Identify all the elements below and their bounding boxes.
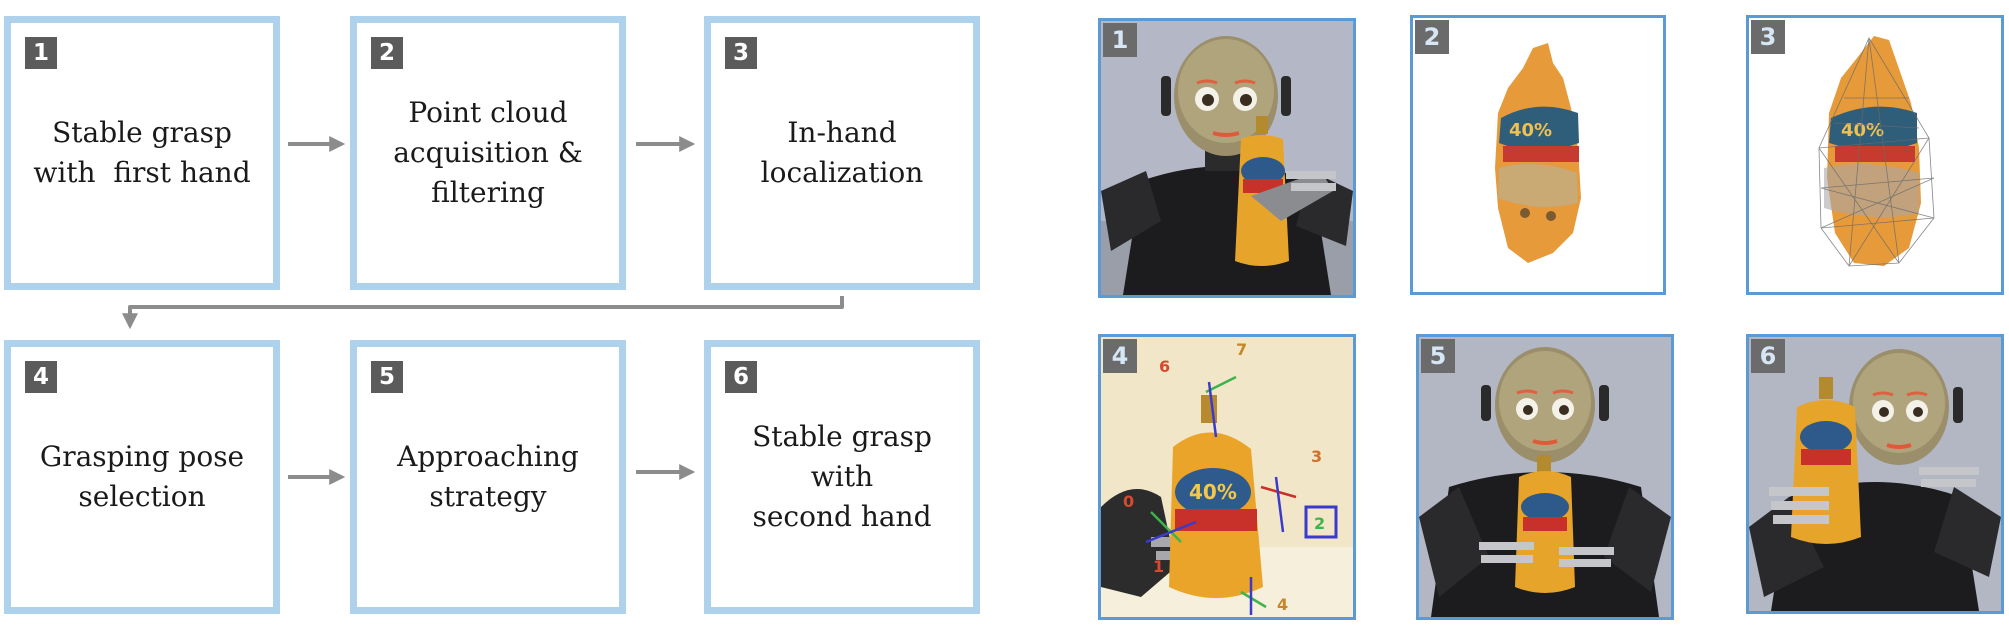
grasp-pose-illustration: 40% 7 6 3 0 2 1 4 [1101, 337, 1353, 617]
step-box-3: 3 In-hand localization [704, 16, 980, 290]
photo-3-in-hand-localization: 3 40% [1746, 15, 2004, 295]
step-label: Point cloud acquisition & filtering [393, 96, 583, 209]
localization-illustration: 40% [1818, 36, 1935, 267]
step-number: 1 [25, 37, 57, 69]
step-number: 4 [25, 361, 57, 393]
photo-4-grasping-poses: 4 40% 7 6 3 0 2 1 [1098, 334, 1356, 620]
photo-number: 4 [1103, 339, 1137, 373]
step-number: 2 [371, 37, 403, 69]
point-cloud-illustration: 40% [1495, 43, 1581, 263]
step-label: Stable grasp with first hand [33, 116, 251, 189]
step-label: In-hand localization [760, 116, 924, 189]
approach-scene-illustration [1419, 337, 1671, 617]
svg-text:40%: 40% [1189, 480, 1237, 504]
pose-label: 2 [1314, 514, 1325, 533]
step-box-4: 4 Grasping pose selection [4, 340, 280, 614]
arrow-3-4 [122, 296, 844, 330]
robot-scene-illustration [1101, 21, 1353, 295]
svg-text:40%: 40% [1509, 120, 1552, 141]
photo-number: 1 [1103, 23, 1137, 57]
step-box-6: 6 Stable grasp with second hand [704, 340, 980, 614]
step-label: Grasping pose selection [39, 440, 245, 513]
photo-number: 5 [1421, 339, 1455, 373]
step-label: Approaching strategy [397, 440, 579, 513]
step-number: 5 [371, 361, 403, 393]
photo-5-robot-approaching: 5 [1416, 334, 1674, 620]
pose-label: 4 [1277, 595, 1288, 614]
pose-label: 6 [1159, 357, 1170, 376]
svg-text:40%: 40% [1841, 120, 1884, 141]
step-box-5: 5 Approaching strategy [350, 340, 626, 614]
pose-label: 1 [1153, 557, 1164, 576]
photo-1-robot-first-grasp: 1 [1098, 18, 1356, 298]
step-label: Stable grasp with second hand [752, 420, 932, 533]
step-box-2: 2 Point cloud acquisition & filtering [350, 16, 626, 290]
step-number: 3 [725, 37, 757, 69]
pose-label: 0 [1123, 492, 1134, 511]
pose-label: 3 [1311, 447, 1322, 466]
photo-number: 3 [1751, 20, 1785, 54]
photo-number: 6 [1751, 339, 1785, 373]
photo-6-robot-second-grasp: 6 [1746, 334, 2004, 614]
step-number: 6 [725, 361, 757, 393]
pose-label: 7 [1236, 340, 1247, 359]
photo-number: 2 [1415, 20, 1449, 54]
step-box-1: 1 Stable grasp with first hand [4, 16, 280, 290]
second-grasp-scene-illustration [1749, 337, 2001, 611]
photo-2-point-cloud: 2 40% [1410, 15, 1666, 295]
